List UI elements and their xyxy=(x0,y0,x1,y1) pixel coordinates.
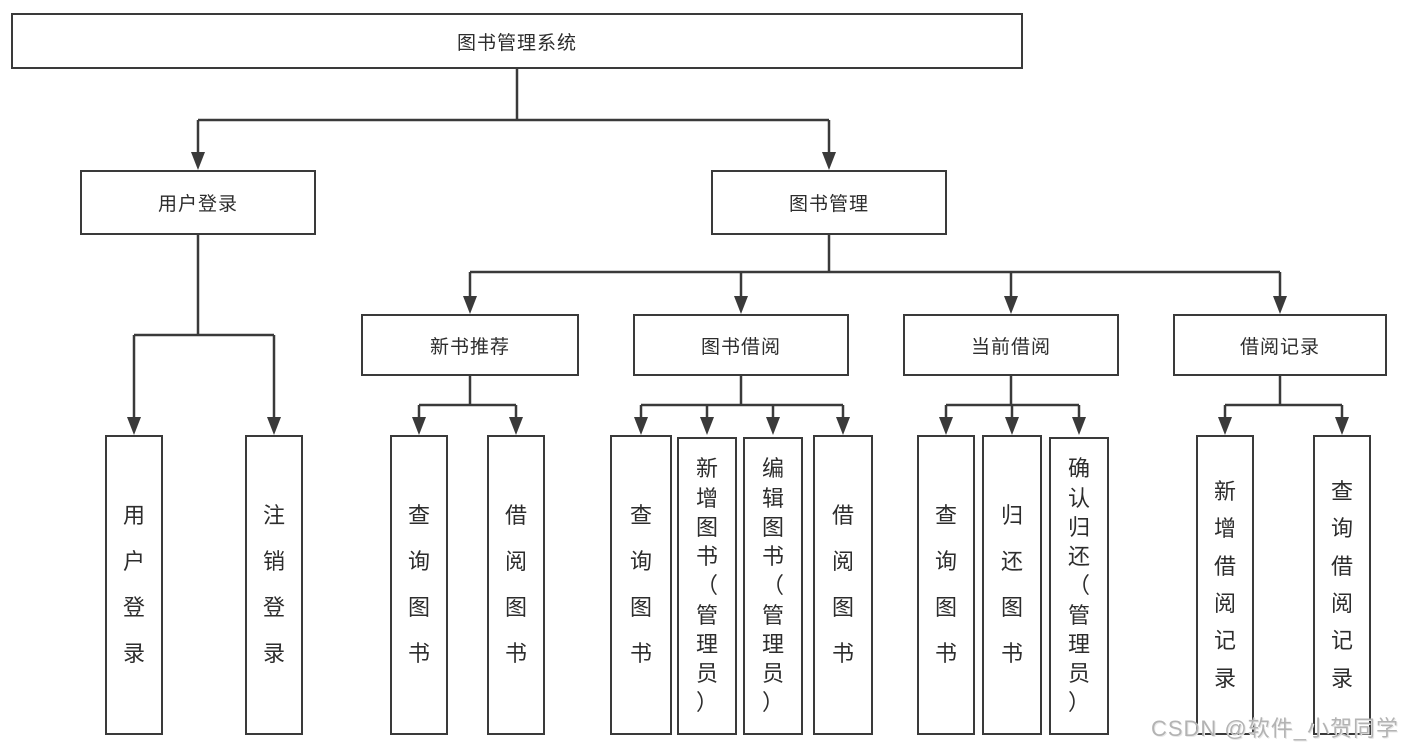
leaf-add-borrow-record: 新增借阅记录 xyxy=(1196,435,1254,735)
node-label: 查询图书 xyxy=(934,502,957,667)
node-label: 图书借阅 xyxy=(700,336,781,358)
node-new-book-recommend: 新书推荐 xyxy=(361,314,579,376)
leaf-query-borrow-record: 查询借阅记录 xyxy=(1313,435,1371,735)
node-borrowing-records: 借阅记录 xyxy=(1173,314,1387,376)
node-label: 用户登录 xyxy=(157,194,238,215)
node-label: 借阅图书 xyxy=(831,502,854,667)
node-label: 查询借阅记录 xyxy=(1330,478,1353,691)
node-book-management-branch: 图书管理 xyxy=(711,170,947,235)
leaf-add-books-admin: 新增图书（管理员） xyxy=(677,437,737,735)
node-label: 注销登录 xyxy=(262,502,285,667)
leaf-logout: 注销登录 xyxy=(245,435,303,735)
csdn-watermark: CSDN @软件_小贺同学 xyxy=(1150,716,1399,741)
node-label: 新增图书（管理员） xyxy=(695,456,718,716)
node-library-management-system: 图书管理系统 xyxy=(11,13,1023,69)
leaf-edit-books-admin: 编辑图书（管理员） xyxy=(743,437,803,735)
node-label: 图书管理 xyxy=(788,194,869,215)
node-label: 编辑图书（管理员） xyxy=(761,456,784,716)
node-label: 新书推荐 xyxy=(429,336,510,358)
node-user-login-branch: 用户登录 xyxy=(80,170,316,235)
node-label: 归还图书 xyxy=(1000,502,1023,667)
leaf-borrowing-query-books: 查询图书 xyxy=(610,435,672,735)
node-label: 确认归还（管理员） xyxy=(1067,456,1090,716)
node-label: 用户登录 xyxy=(122,502,145,667)
leaf-current-query-books: 查询图书 xyxy=(917,435,975,735)
leaf-return-books: 归还图书 xyxy=(982,435,1042,735)
leaf-recommend-query-books: 查询图书 xyxy=(390,435,448,735)
node-label: 新增借阅记录 xyxy=(1213,478,1236,691)
node-label: 图书管理系统 xyxy=(456,32,577,54)
arrowheads xyxy=(127,152,1349,435)
node-label: 查询图书 xyxy=(629,502,652,667)
node-current-borrowing: 当前借阅 xyxy=(903,314,1119,376)
node-label: 当前借阅 xyxy=(970,336,1051,358)
leaf-user-login: 用户登录 xyxy=(105,435,163,735)
node-label: 借阅记录 xyxy=(1239,336,1320,358)
leaf-borrowing-borrow-books: 借阅图书 xyxy=(813,435,873,735)
node-book-borrowing: 图书借阅 xyxy=(633,314,849,376)
node-label: 查询图书 xyxy=(407,502,430,667)
leaf-confirm-return-admin: 确认归还（管理员） xyxy=(1049,437,1109,735)
leaf-recommend-borrow-books: 借阅图书 xyxy=(487,435,545,735)
node-label: 借阅图书 xyxy=(504,502,527,667)
